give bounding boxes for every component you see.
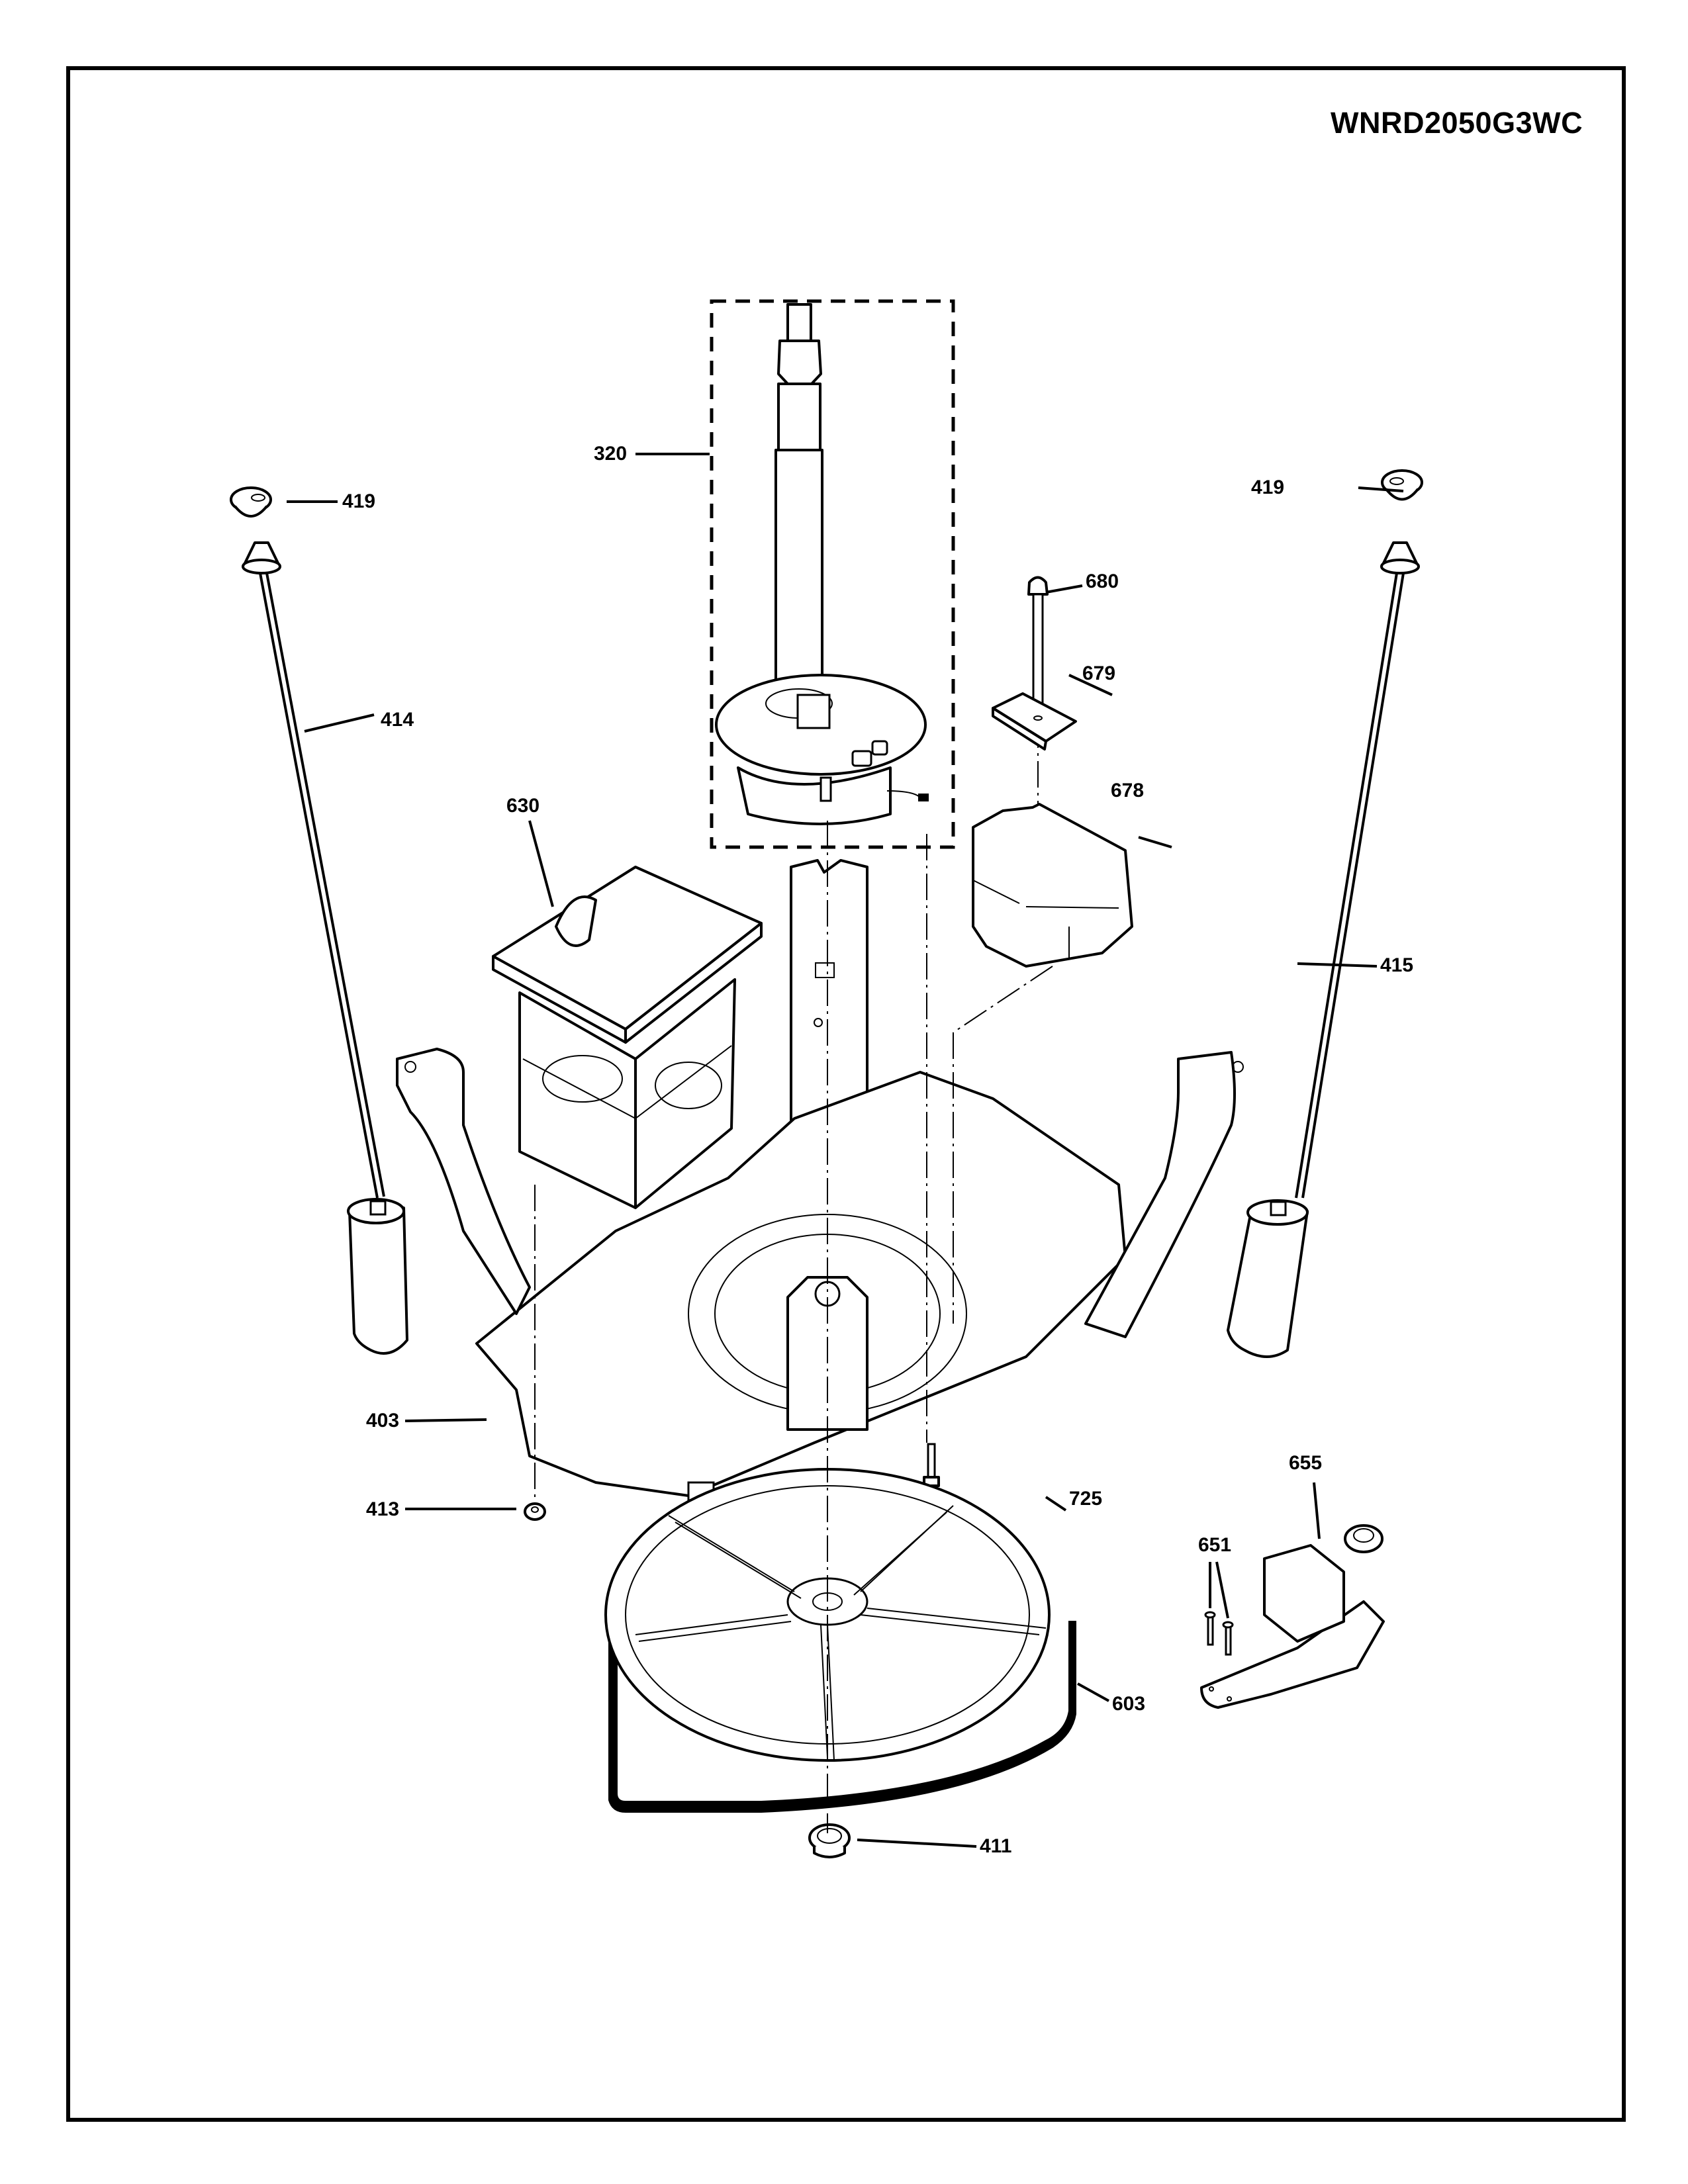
motor-part[interactable] <box>492 866 763 1209</box>
callout-320: 320 <box>594 443 628 465</box>
drive-belt-part[interactable] <box>608 1617 1076 1813</box>
callout-419-right: 419 <box>1251 477 1285 498</box>
screws-part[interactable] <box>1204 1611 1234 1656</box>
shaft-assembly-part[interactable] <box>715 303 929 825</box>
counterweight-part[interactable] <box>972 803 1133 968</box>
callout-411: 411 <box>980 1835 1012 1857</box>
suspension-rod-right-part[interactable] <box>1227 541 1420 1358</box>
nut-part[interactable] <box>808 1823 851 1858</box>
actuator-part[interactable] <box>1200 1524 1385 1709</box>
callout-419-left: 419 <box>342 490 376 512</box>
pulley-screw-part[interactable] <box>923 1443 940 1487</box>
callout-651: 651 <box>1198 1534 1232 1556</box>
assembly-group-box <box>710 299 955 849</box>
model-number: WNRD2050G3WC <box>1331 106 1583 140</box>
callout-680: 680 <box>1086 570 1119 592</box>
grommet-part[interactable] <box>524 1502 546 1521</box>
diagram-frame <box>66 66 1626 2122</box>
callout-403: 403 <box>366 1410 400 1432</box>
callout-630: 630 <box>506 795 540 817</box>
rod-cap-left-part[interactable] <box>230 486 272 518</box>
callout-414: 414 <box>381 709 414 731</box>
callout-603: 603 <box>1112 1693 1146 1715</box>
callout-413: 413 <box>366 1498 400 1520</box>
plate-part[interactable] <box>992 692 1077 751</box>
callout-415: 415 <box>1380 954 1414 976</box>
callout-678: 678 <box>1111 780 1145 801</box>
suspension-rod-left-part[interactable] <box>242 541 408 1355</box>
callout-655: 655 <box>1289 1452 1323 1474</box>
callout-725: 725 <box>1069 1488 1103 1510</box>
base-platform-part[interactable] <box>396 1048 1244 1524</box>
rod-cap-right-part[interactable] <box>1381 469 1423 501</box>
callout-679: 679 <box>1082 662 1116 684</box>
